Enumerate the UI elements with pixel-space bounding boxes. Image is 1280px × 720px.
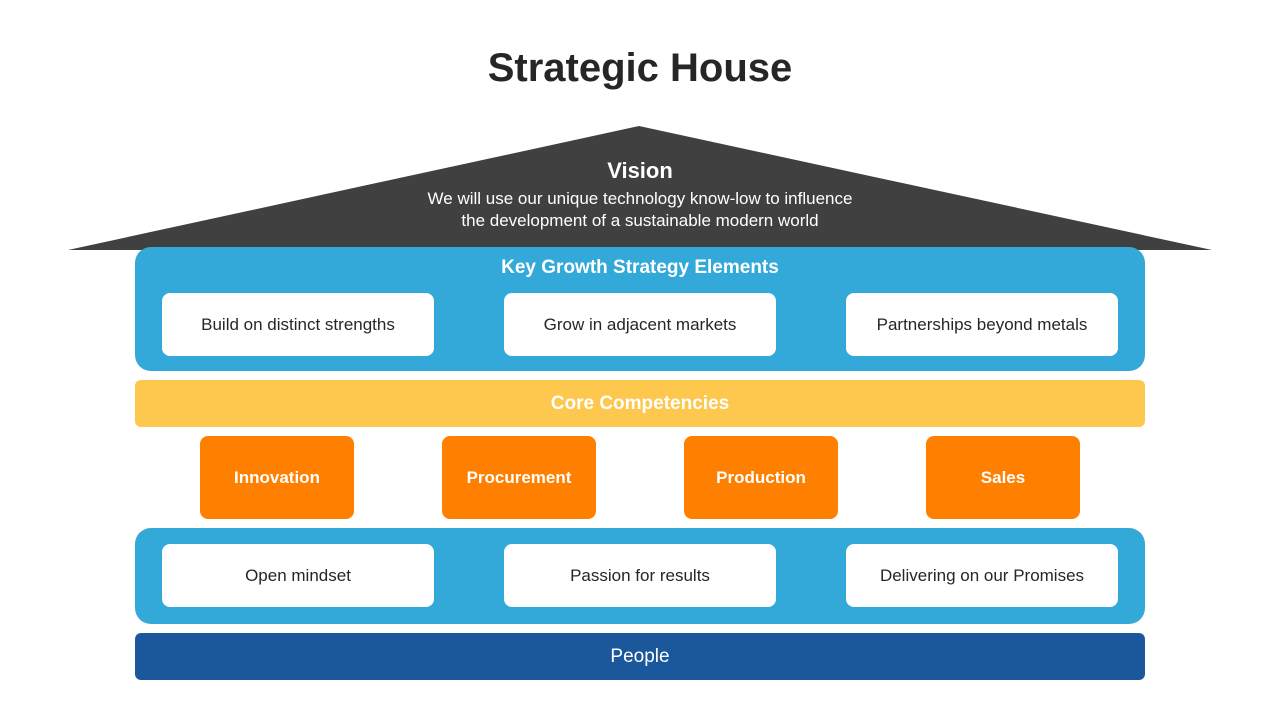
roof-shape [68, 126, 1212, 250]
competency-pillar: Procurement [442, 436, 596, 519]
values-band: Open mindset Passion for results Deliver… [135, 528, 1145, 624]
growth-item: Grow in adjacent markets [504, 293, 776, 356]
competency-pillar: Innovation [200, 436, 354, 519]
vision-line-1: We will use our unique technology know-l… [427, 189, 853, 208]
competency-pillar: Sales [926, 436, 1080, 519]
value-item: Open mindset [162, 544, 434, 607]
growth-strategy-band: Key Growth Strategy Elements Build on di… [135, 247, 1145, 371]
people-foundation: People [135, 633, 1145, 680]
value-item: Delivering on our Promises [846, 544, 1118, 607]
core-competencies-band: Core Competencies [135, 380, 1145, 427]
growth-item: Partnerships beyond metals [846, 293, 1118, 356]
roof-vision-triangle [68, 126, 1212, 250]
vision-title: Vision [607, 158, 673, 183]
growth-item: Build on distinct strengths [162, 293, 434, 356]
value-item: Passion for results [504, 544, 776, 607]
competency-pillar: Production [684, 436, 838, 519]
page-title: Strategic House [487, 46, 793, 90]
vision-line-2: the development of a sustainable modern … [461, 211, 819, 230]
vision-statement: We will use our unique technology know-l… [340, 188, 940, 232]
growth-strategy-title: Key Growth Strategy Elements [501, 257, 779, 278]
